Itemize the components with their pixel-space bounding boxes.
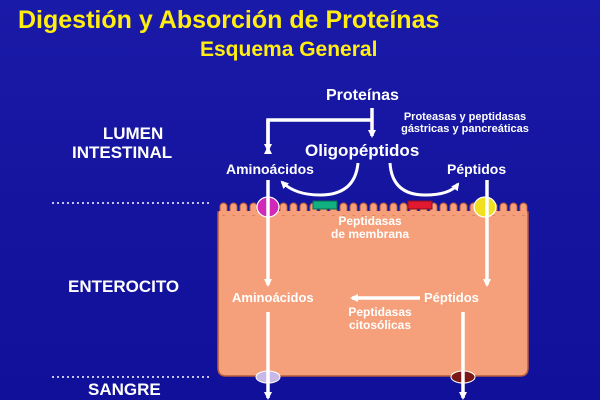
curve-to-amino-acids <box>280 162 360 197</box>
region-lumen-line2: INTESTINAL <box>72 143 173 162</box>
label-cytosolic-line2: citosólicas <box>348 318 412 332</box>
region-lumen: LUMEN INTESTINAL <box>72 124 172 162</box>
label-membrane-line1: Peptidasas <box>338 214 402 228</box>
membrane-enzyme-green <box>312 200 338 210</box>
node-oligopeptides: Oligopéptidos <box>305 141 420 160</box>
node-amino-acids-cell: Aminoácidos <box>232 290 314 305</box>
label-cytosolic-line1: Peptidasas <box>348 305 412 319</box>
region-blood: SANGRE <box>88 380 161 399</box>
curve-to-peptides <box>388 162 460 197</box>
page-subtitle: Esquema General <box>200 38 378 61</box>
enterocyte-cell <box>217 211 529 377</box>
label-gastric-line2: gástricas y pancreáticas <box>401 123 529 135</box>
label-cytosolic-peptidases: Peptidasas citosólicas <box>340 306 420 332</box>
label-gastric-enzymes: Proteasas y peptidasas gástricas y pancr… <box>380 111 550 135</box>
node-proteins: Proteínas <box>326 87 399 104</box>
node-amino-acids-lumen: Aminoácidos <box>226 161 314 177</box>
page-title: Digestión y Absorción de Proteínas <box>18 6 440 34</box>
node-peptides-cell: Péptidos <box>424 290 479 305</box>
label-membrane-peptidases: Peptidasas de membrana <box>325 215 415 241</box>
microvilli-base <box>219 211 527 215</box>
label-membrane-line2: de membrana <box>330 227 410 241</box>
membrane-enzyme-red <box>407 200 433 210</box>
region-enterocyte: ENTEROCITO <box>68 277 180 296</box>
node-peptides-lumen: Péptidos <box>447 161 507 177</box>
region-lumen-line1: LUMEN <box>102 124 164 143</box>
label-gastric-line1: Proteasas y peptidasas <box>403 111 527 123</box>
transporter-right <box>473 196 497 218</box>
